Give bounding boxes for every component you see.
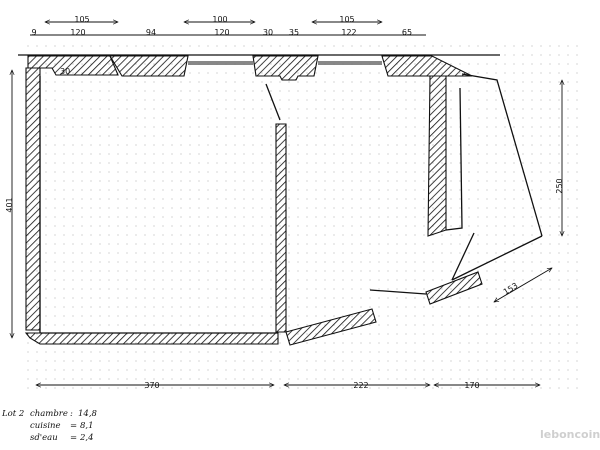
dim-label-65: 65 bbox=[402, 28, 412, 37]
wall-right-diagonal bbox=[451, 235, 543, 281]
dim-label-401: 401 bbox=[5, 197, 14, 212]
dim-label-370: 370 bbox=[144, 381, 159, 390]
dim-label-120-b: 120 bbox=[214, 28, 229, 37]
note-cuisine-eq: = bbox=[70, 421, 77, 431]
wall-top-window-pier-2 bbox=[252, 55, 319, 81]
dim-label-250: 250 bbox=[555, 178, 564, 193]
dimension-row-top-1: 105 100 105 bbox=[45, 15, 382, 24]
dim-label-222: 222 bbox=[353, 381, 368, 390]
dim-label-100: 100 bbox=[212, 15, 227, 24]
note-title: Lot 2 bbox=[1, 409, 24, 419]
wall-right-pillar bbox=[427, 75, 447, 237]
wall-right-outer bbox=[461, 73, 543, 237]
wall-right-short bbox=[451, 232, 475, 281]
dim-label-35: 35 bbox=[289, 28, 299, 37]
wall-partition bbox=[275, 123, 287, 333]
dimension-row-top-2: 9 120 94 120 30 35 122 65 bbox=[30, 28, 426, 37]
wall-angled-lower bbox=[285, 308, 377, 346]
wall-top-window-pier-1 bbox=[109, 55, 189, 77]
top-walls bbox=[27, 55, 473, 81]
note-sdeau-label: sd'eau bbox=[30, 433, 58, 443]
dim-label-105-b: 105 bbox=[339, 15, 354, 24]
dim-label-170: 170 bbox=[464, 381, 479, 390]
wall-right-return bbox=[445, 87, 463, 231]
wall-right-diagonal-hatched bbox=[425, 271, 483, 305]
watermark: leboncoin bbox=[540, 428, 600, 441]
note-sdeau-eq: = bbox=[70, 433, 77, 443]
note-chambre-eq: : bbox=[70, 409, 73, 419]
note-chambre-value: 14,8 bbox=[78, 409, 98, 419]
dimension-row-bottom: 370 222 170 bbox=[36, 381, 540, 390]
note-sdeau-value: 2,4 bbox=[79, 433, 94, 443]
wall-bottom bbox=[24, 332, 279, 345]
dim-label-30: 30 bbox=[263, 28, 273, 37]
dim-label-94: 94 bbox=[146, 28, 156, 37]
wall-right-link bbox=[369, 289, 427, 295]
dim-line-153 bbox=[494, 268, 552, 302]
dim-label-120-a: 120 bbox=[70, 28, 85, 37]
dim-label-122: 122 bbox=[341, 28, 356, 37]
area-notes: Lot 2 chambre : 14,8 cuisine = 8,1 sd'ea… bbox=[1, 409, 98, 443]
dim-label-105-a: 105 bbox=[74, 15, 89, 24]
note-cuisine-label: cuisine bbox=[30, 421, 61, 431]
dim-label-9: 9 bbox=[31, 28, 36, 37]
door-swing-line bbox=[265, 83, 281, 121]
dim-label-small-30: 30 bbox=[60, 67, 70, 76]
wall-left bbox=[25, 67, 41, 331]
note-cuisine-value: 8,1 bbox=[80, 421, 94, 431]
note-chambre-label: chambre bbox=[30, 409, 68, 419]
